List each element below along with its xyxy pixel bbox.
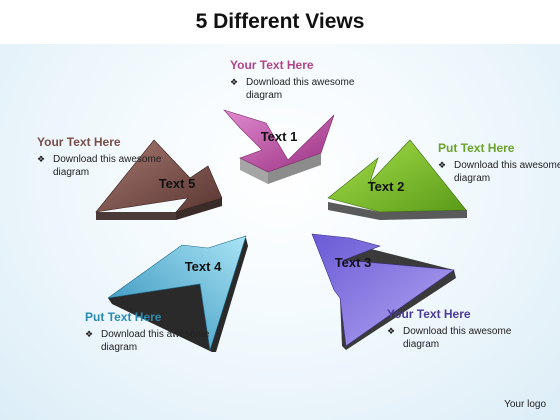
callout-3: Your Text Here ❖ Download this awesome d… (387, 307, 513, 351)
arrow-5-label: Text 5 (159, 176, 196, 191)
callout-5-row: ❖ Download this awesome diagram (37, 153, 163, 179)
arrow-2: Text 2 (327, 139, 467, 220)
callout-3-heading: Your Text Here (387, 307, 471, 321)
callout-4: Put Text Here ❖ Download this awesome di… (85, 310, 211, 354)
page-title: 5 Different Views (195, 10, 365, 33)
arrow-3: Text 3 (311, 233, 456, 350)
diamond-bullet-icon: ❖ (387, 326, 396, 336)
arrow-4: Text 4 (107, 235, 248, 352)
callout-4-body: Download this awesome diagram (101, 329, 210, 353)
diamond-bullet-icon: ❖ (37, 154, 46, 164)
diamond-bullet-icon: ❖ (438, 160, 447, 170)
callout-2-row: ❖ Download this awesome diagram (438, 159, 560, 185)
callout-1-body: Download this awesome diagram (246, 77, 355, 101)
arrow-2-label: Text 2 (368, 179, 405, 194)
callout-1: Your Text Here ❖ Download this awesome d… (230, 58, 356, 102)
callout-1-heading: Your Text Here (230, 58, 314, 72)
callout-5-body: Download this awesome diagram (53, 154, 162, 178)
diamond-bullet-icon: ❖ (85, 329, 94, 339)
arrow-3-label: Text 3 (335, 255, 372, 270)
arrow-1: Text 1 (223, 109, 335, 184)
callout-2-heading: Put Text Here (438, 141, 515, 155)
title-bar: 5 Different Views (0, 0, 560, 44)
callout-2: Put Text Here ❖ Download this awesome di… (438, 141, 560, 185)
callout-4-heading: Put Text Here (85, 310, 162, 324)
arrow-4-label: Text 4 (185, 259, 222, 274)
logo-text: Your logo (504, 399, 546, 410)
callout-5: Your Text Here ❖ Download this awesome d… (37, 135, 163, 179)
callout-2-body: Download this awesome diagram (454, 160, 560, 184)
callout-3-row: ❖ Download this awesome diagram (387, 325, 513, 351)
callout-1-row: ❖ Download this awesome diagram (230, 76, 356, 102)
arrow-1-label: Text 1 (261, 129, 298, 144)
callout-5-heading: Your Text Here (37, 135, 121, 149)
callout-4-row: ❖ Download this awesome diagram (85, 328, 211, 354)
arrow-5: Text 5 (95, 139, 223, 220)
diamond-bullet-icon: ❖ (230, 77, 239, 87)
diagram-stage (0, 44, 560, 420)
callout-3-body: Download this awesome diagram (403, 326, 512, 350)
